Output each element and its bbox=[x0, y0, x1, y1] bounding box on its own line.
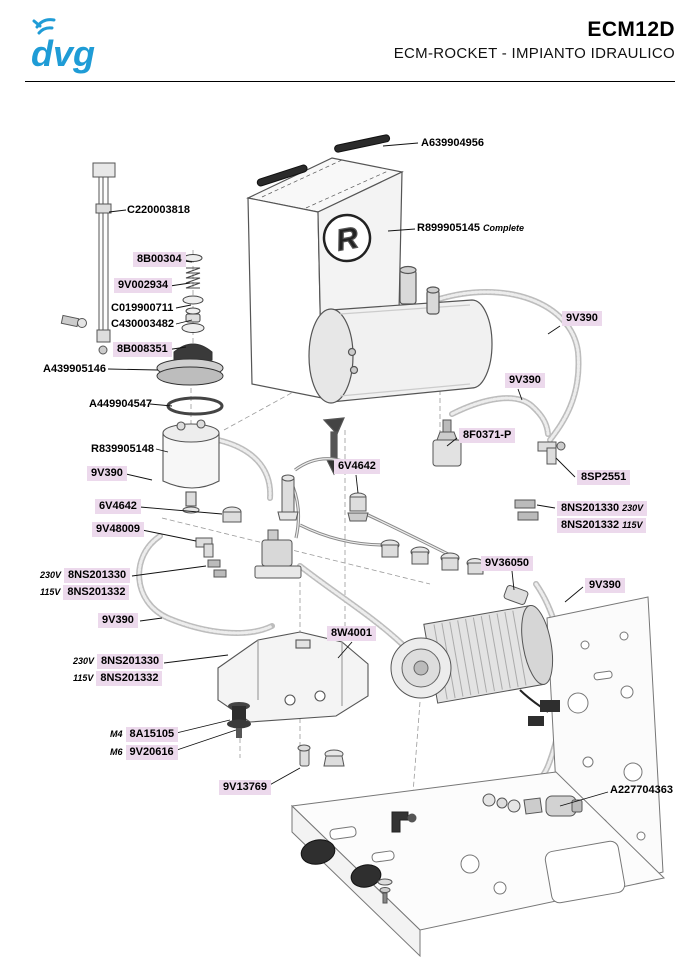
part-label: 8SP2551 bbox=[577, 470, 631, 485]
leader-lines bbox=[107, 142, 609, 807]
gasket-ring bbox=[166, 396, 224, 416]
part-label: C430003482 bbox=[111, 318, 175, 330]
page-subtitle: ECM-ROCKET - IMPIANTO IDRAULICO bbox=[393, 45, 675, 62]
small-hardware bbox=[377, 878, 393, 904]
part-label: 8B00304 bbox=[133, 252, 186, 267]
part-label: A449904547 bbox=[89, 398, 153, 410]
softener-container bbox=[162, 419, 220, 514]
part-label: 6V4642 bbox=[334, 459, 380, 474]
valve-cluster bbox=[195, 474, 539, 579]
part-label: 8B008351 bbox=[113, 342, 172, 357]
header-titles: ECM12D ECM-ROCKET - IMPIANTO IDRAULICO bbox=[394, 18, 675, 62]
vibration-mount bbox=[227, 702, 251, 738]
rubber-feet bbox=[300, 839, 382, 888]
part-label: 8W4001 bbox=[327, 626, 376, 641]
part-label: 9V390 bbox=[87, 466, 127, 481]
part-label: 9V390 bbox=[98, 613, 138, 628]
header: dvg ECM12D ECM-ROCKET - IMPIANTO IDRAULI… bbox=[25, 0, 675, 82]
part-label: 9V36050 bbox=[481, 556, 534, 571]
fasteners-bottom bbox=[297, 744, 417, 833]
part-label: 9V002934 bbox=[114, 278, 173, 293]
part-label: 9V390 bbox=[505, 373, 545, 388]
page-title: ECM12D bbox=[587, 18, 675, 41]
part-label: 9V390 bbox=[585, 578, 625, 593]
part-label: 9V390 bbox=[562, 311, 602, 326]
part-label: 9V48009 bbox=[92, 522, 145, 537]
part-label: A439905146 bbox=[43, 363, 107, 375]
fitting-stack bbox=[181, 254, 205, 333]
part-label: A639904956 bbox=[421, 137, 485, 149]
part-label: 6V4642 bbox=[95, 499, 141, 514]
svg-text:dvg: dvg bbox=[31, 33, 95, 74]
tank-lid bbox=[156, 343, 224, 386]
pump-motor bbox=[390, 585, 560, 726]
part-label: 8F0371-P bbox=[459, 428, 516, 443]
elbow-fitting bbox=[537, 441, 566, 465]
part-label: R839905148 bbox=[91, 443, 155, 455]
tank-handles bbox=[256, 134, 391, 187]
sight-glass bbox=[60, 162, 116, 355]
part-label: 9V13769 bbox=[219, 780, 272, 795]
part-label: C019900711 bbox=[111, 302, 174, 314]
pressure-switch bbox=[432, 419, 462, 467]
part-label: A227704363 bbox=[610, 784, 674, 796]
dvg-logo-icon: dvg bbox=[31, 18, 95, 74]
dvg-logo: dvg bbox=[25, 12, 115, 76]
part-label: C220003818 bbox=[127, 204, 191, 216]
